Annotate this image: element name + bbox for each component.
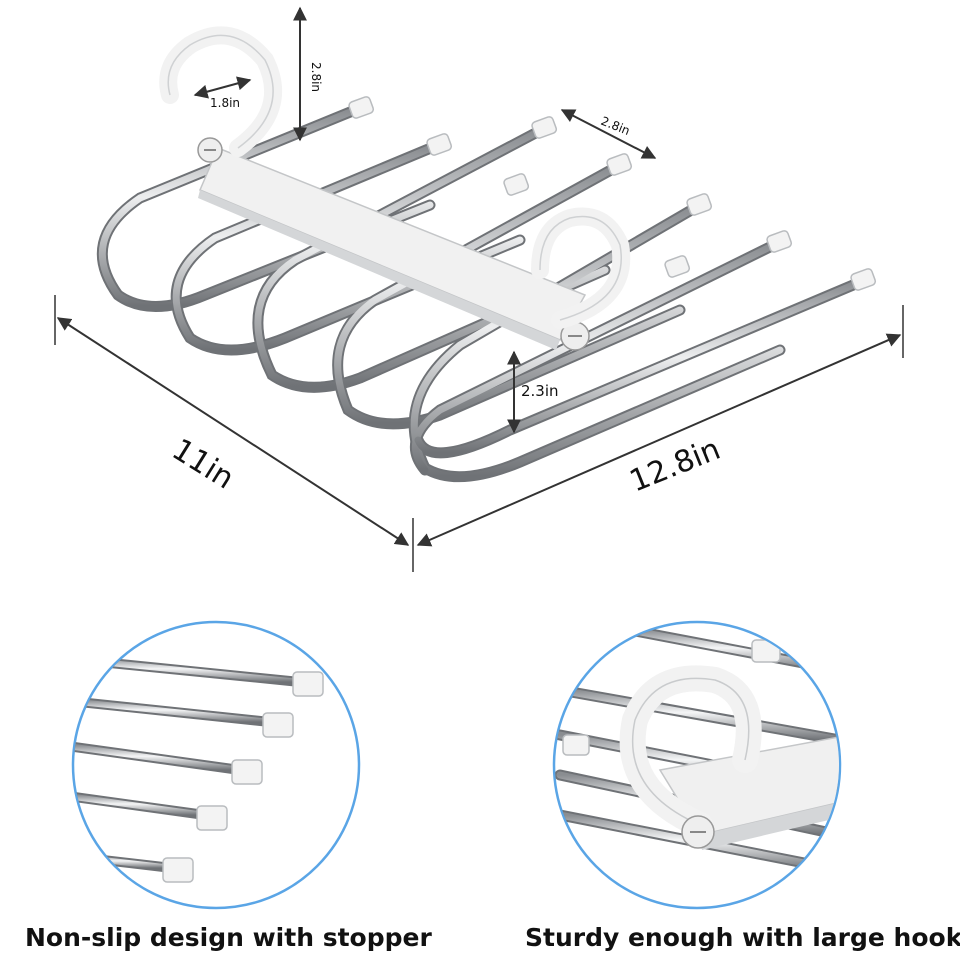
caption-hooks: Sturdy enough with large hooks (525, 923, 960, 952)
top-hook (159, 26, 282, 157)
caption-stopper: Non-slip design with stopper (25, 923, 432, 952)
rod-stoppers (348, 96, 877, 291)
depth-label: 11in (166, 432, 240, 496)
hook-width-label: 1.8in (210, 96, 240, 110)
detail-hook (552, 620, 842, 910)
dimension-annotations (54, 6, 904, 572)
length-label: 12.8in (625, 432, 725, 500)
tier-gap-label: 2.3in (521, 382, 559, 400)
rod-spacing-label: 2.8in (599, 114, 632, 138)
front-hook (531, 207, 631, 329)
detail-stopper (71, 620, 361, 910)
hook-height-label: 2.8in (309, 62, 323, 92)
